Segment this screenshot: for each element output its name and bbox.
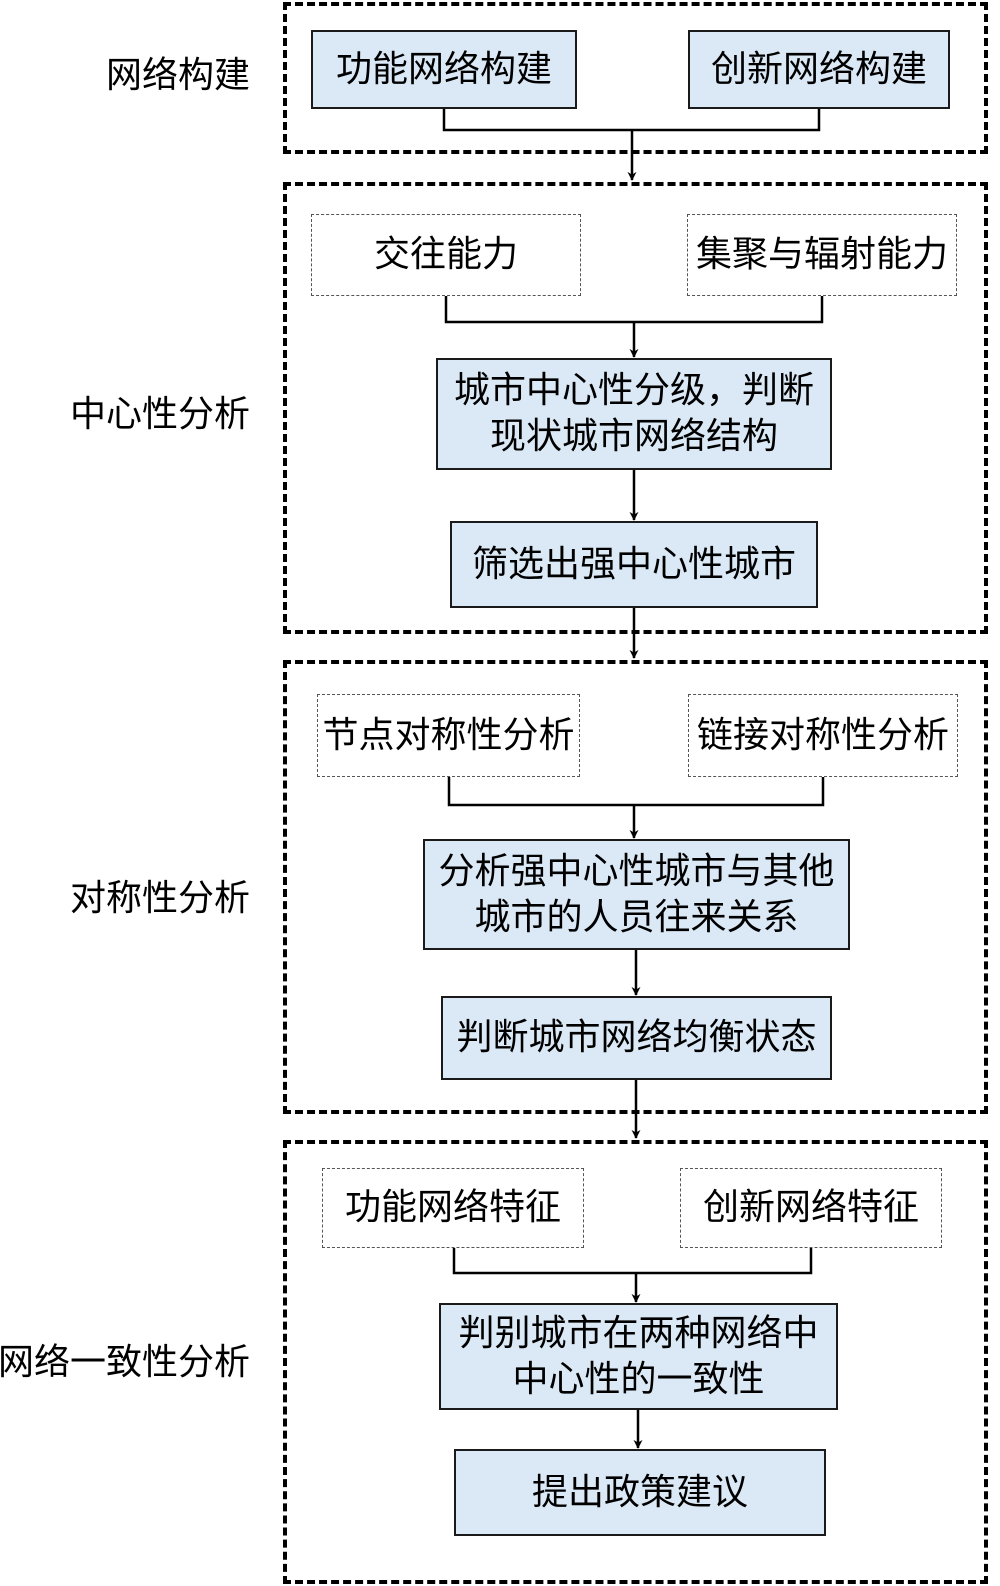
box-centrality-grading-line1: 城市中心性分级，判断: [453, 370, 814, 411]
box-personnel-flow-analysis: 分析强中心性城市与其他 城市的人员往来关系: [423, 839, 850, 950]
merge-line-stage4: [452, 1248, 813, 1275]
stage-frame-consistency-analysis: [283, 1140, 988, 1584]
stage-label-symmetry-analysis: 对称性分析: [69, 878, 250, 919]
box-agglomeration-radiation-capacity: 集聚与辐射能力: [687, 214, 957, 296]
merge-line-stage1: [442, 108, 821, 132]
box-centrality-consistency-judgement-line2: 中心性的一致性: [512, 1358, 765, 1400]
stage-label-network-construction: 网络构建: [105, 55, 250, 96]
merge-line-stage2: [444, 296, 824, 324]
box-interaction-capacity: 交往能力: [311, 214, 581, 296]
box-personnel-flow-analysis-line1: 分析强中心性城市与其他: [438, 850, 835, 892]
box-functional-network-construction: 功能网络构建: [311, 30, 577, 109]
box-select-strong-centrality-cities: 筛选出强中心性城市: [450, 521, 818, 608]
box-network-balance-judgement: 判断城市网络均衡状态: [441, 996, 832, 1080]
stage-frame-centrality-analysis: [283, 182, 988, 634]
box-centrality-consistency-judgement: 判别城市在两种网络中 中心性的一致性: [439, 1303, 838, 1410]
stage-label-consistency-analysis: 网络一致性分析: [0, 1342, 250, 1383]
merge-line-stage3: [447, 777, 825, 807]
stage-label-centrality-analysis: 中心性分析: [69, 394, 250, 435]
box-functional-network-features: 功能网络特征: [322, 1168, 584, 1248]
box-centrality-grading-line2: 现状城市网络结构: [489, 416, 778, 457]
stage-frame-network-construction: [283, 2, 988, 154]
box-link-symmetry-analysis: 链接对称性分析: [688, 694, 958, 777]
box-centrality-consistency-judgement-line1: 判别城市在两种网络中: [458, 1312, 819, 1354]
box-innovation-network-construction: 创新网络构建: [688, 30, 950, 109]
box-policy-recommendations: 提出政策建议: [454, 1449, 826, 1536]
box-node-symmetry-analysis: 节点对称性分析: [317, 694, 580, 777]
box-personnel-flow-analysis-line2: 城市的人员往来关系: [474, 896, 799, 938]
box-innovation-network-features: 创新网络特征: [680, 1168, 942, 1248]
box-centrality-grading: 城市中心性分级，判断 现状城市网络结构: [436, 358, 832, 470]
